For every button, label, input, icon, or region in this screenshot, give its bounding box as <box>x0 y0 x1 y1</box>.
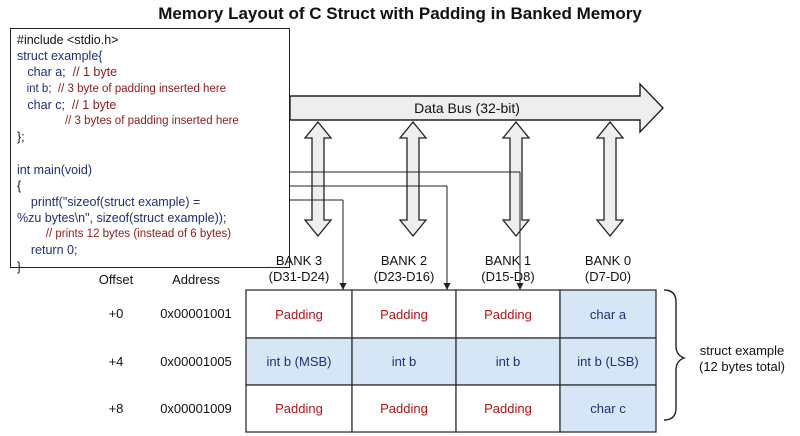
memory-cell-bg <box>245 289 353 339</box>
code-comment: // prints 12 bytes (instead of 6 bytes) <box>45 228 232 241</box>
code-text: int b; <box>17 82 58 95</box>
bank-bits: (D31-D24) <box>268 269 330 284</box>
code-line: return 0; <box>17 242 289 258</box>
code-line: } <box>17 259 289 275</box>
row-address: 0x00001005 <box>160 353 232 369</box>
padding-cell: Padding <box>275 401 323 416</box>
code-text: } <box>17 259 22 274</box>
code-text <box>17 146 20 160</box>
memory-cell-bg <box>351 289 457 339</box>
code-comment: // 1 byte <box>72 65 118 80</box>
page-title: Memory Layout of C Struct with Padding i… <box>158 4 642 23</box>
memory-cell-bg <box>559 337 657 386</box>
row-offset: +4 <box>108 353 124 369</box>
data-cell: int b (MSB) <box>266 354 332 369</box>
bank-name: BANK 1 <box>484 253 532 268</box>
bank-label-2: BANK 2(D23-D16) <box>352 253 456 285</box>
bank-bits: (D15-D8) <box>481 269 535 284</box>
code-line: int main(void) <box>17 162 289 178</box>
padding-cell: Padding <box>484 401 532 416</box>
code-text: char a; <box>17 65 73 80</box>
bank-bits: (D7-D0) <box>584 269 632 284</box>
conn-arrowhead <box>339 283 347 290</box>
data-cell: int b (LSB) <box>577 354 639 369</box>
bank-arrow-3 <box>303 120 333 238</box>
connection-lines <box>290 171 524 290</box>
code-comment: // 1 byte <box>71 97 117 112</box>
memory-cell-bg <box>455 384 561 433</box>
code-line: int b; // 3 byte of padding inserted her… <box>17 81 289 97</box>
struct-label-size: (12 bytes total) <box>699 359 785 374</box>
memory-cell-bg <box>559 289 657 339</box>
memory-cell-bg <box>559 384 657 433</box>
row-offset: +8 <box>108 400 124 416</box>
code-text <box>17 228 46 240</box>
code-text: }; <box>17 130 25 145</box>
row-address: 0x00001009 <box>160 400 232 416</box>
struct-label: struct example (12 bytes total) <box>684 343 800 375</box>
code-box: #include <stdio.h> struct example{ char a… <box>10 28 290 274</box>
memory-cell-bg <box>455 337 561 386</box>
code-text: printf("sizeof(struct example) = <box>17 194 201 209</box>
conn-arrowhead <box>443 283 451 290</box>
code-text: return 0; <box>17 243 78 258</box>
code-text <box>17 115 65 127</box>
bank-name: BANK 3 <box>275 253 323 268</box>
memory-cell-bg <box>455 289 561 339</box>
memory-cell-bg <box>351 337 457 386</box>
bank-label-0: BANK 0(D7-D0) <box>560 253 656 285</box>
data-cell: char c <box>590 401 626 416</box>
bank-arrow-0 <box>595 120 625 238</box>
bank-arrow-2 <box>398 120 428 238</box>
code-line: #include <stdio.h> <box>17 32 289 48</box>
struct-label-name: struct example <box>699 343 785 358</box>
bank-name: BANK 2 <box>380 253 428 268</box>
padding-cell: Padding <box>275 306 323 322</box>
code-line: char c; // 1 byte <box>17 97 289 113</box>
code-line: }; <box>17 129 289 145</box>
bank-bits: (D23-D16) <box>373 269 435 284</box>
code-line: // 3 bytes of padding inserted here <box>17 113 289 129</box>
conn-arrowhead <box>516 283 524 290</box>
data-cell: int b <box>495 354 521 369</box>
data-cell: int b <box>391 354 417 369</box>
row-address: 0x00001001 <box>160 306 232 321</box>
data-bus-label: Data Bus (32-bit) <box>414 100 520 116</box>
bank-arrows <box>303 120 625 238</box>
padding-cell: Padding <box>380 306 428 322</box>
bank-name: BANK 0 <box>584 253 632 268</box>
code-line: struct example{ <box>17 48 289 64</box>
padding-cell: Padding <box>484 306 532 322</box>
bank-label-1: BANK 1(D15-D8) <box>456 253 560 285</box>
code-text: #include <stdio.h> <box>17 33 119 47</box>
code-text: int main(void) <box>17 162 93 177</box>
code-line: // prints 12 bytes (instead of 6 bytes) <box>17 226 289 242</box>
row-offset: +0 <box>108 306 124 321</box>
memory-grid <box>245 289 657 433</box>
bank-arrow-1 <box>501 120 531 238</box>
memory-cell-bg <box>351 384 457 433</box>
code-text: struct example{ <box>17 49 103 64</box>
padding-cell: Padding <box>380 401 428 416</box>
offset-header: Offset <box>98 272 134 287</box>
data-bus-arrow <box>289 82 664 134</box>
code-comment: // 3 bytes of padding inserted here <box>64 114 239 127</box>
code-comment: // 3 byte of padding inserted here <box>57 82 227 95</box>
code-line: printf("sizeof(struct example) = <box>17 194 289 210</box>
code-line: char a; // 1 byte <box>17 64 289 80</box>
address-header: Address <box>172 272 220 287</box>
struct-brace <box>663 289 686 421</box>
bank-label-3: BANK 3(D31-D24) <box>246 253 352 285</box>
memory-cell-bg <box>245 384 353 433</box>
data-cell: char a <box>589 306 627 322</box>
code-text: %zu bytes\n", sizeof(struct example)); <box>17 211 227 226</box>
code-text: { <box>17 178 22 193</box>
code-line <box>17 145 289 161</box>
code-line: { <box>17 178 289 194</box>
code-line: %zu bytes\n", sizeof(struct example)); <box>17 210 289 226</box>
code-text: char c; <box>17 97 72 112</box>
